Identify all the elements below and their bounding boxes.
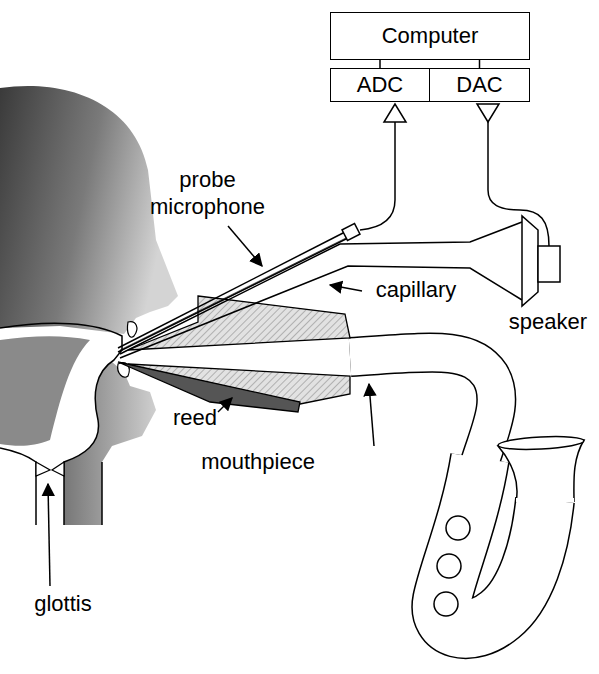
part-label: capillary: [366, 276, 466, 303]
box-label: DAC: [456, 72, 502, 98]
leader-lines: [48, 226, 374, 586]
amplifier-wires: [360, 104, 549, 246]
speaker: [120, 216, 560, 358]
probe-microphone: [118, 223, 360, 352]
connector: [479, 60, 481, 68]
mouthpiece: [118, 296, 350, 412]
part-label: speaker: [503, 308, 593, 335]
part-label: reed: [170, 404, 220, 431]
box-label: ADC: [357, 72, 403, 98]
connector: [379, 60, 381, 68]
converter-box: DAC: [429, 68, 530, 102]
part-label: mouthpiece: [178, 448, 338, 475]
part-label: probe microphone: [145, 166, 270, 220]
saxophone: [350, 353, 584, 630]
converter-box: ADC: [330, 68, 430, 102]
head: [0, 86, 178, 525]
box-label: Computer: [382, 23, 479, 49]
computer-box: Computer: [330, 12, 530, 60]
part-label: glottis: [18, 590, 108, 617]
